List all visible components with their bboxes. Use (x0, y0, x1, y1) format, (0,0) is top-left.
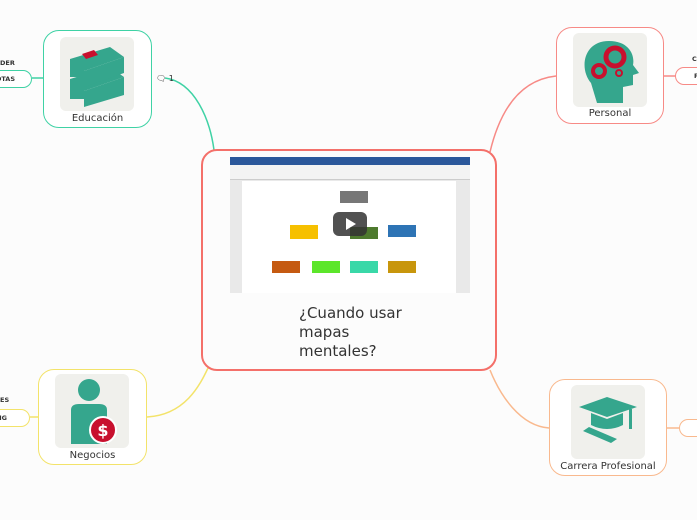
node-label: Educación (71, 113, 124, 124)
svg-text:$: $ (97, 421, 108, 440)
pill-label: NG (0, 414, 7, 422)
node-label: Negocios (69, 450, 116, 461)
play-icon (346, 218, 356, 230)
node-negocios[interactable]: $ Negocios (38, 369, 147, 465)
edge-label[interactable]: ES (0, 396, 10, 404)
edge-label[interactable]: DER (0, 59, 15, 67)
businessman-dollar-icon: $ (55, 374, 129, 448)
play-button[interactable] (333, 212, 367, 236)
central-topic-title: ¿Cuando usar mapas mentales? (299, 304, 402, 360)
comment-count: 1 (168, 74, 174, 83)
central-topic[interactable]: ¿Cuando usar mapas mentales? (201, 149, 497, 371)
subtopic-pill[interactable]: OTAS (0, 70, 32, 88)
node-personal[interactable]: Personal (556, 27, 664, 124)
node-label: Carrera Profesional (560, 461, 656, 472)
node-carrera-profesional[interactable]: Carrera Profesional (549, 379, 667, 476)
edge-label[interactable]: C (692, 55, 697, 63)
subtopic-pill[interactable] (679, 419, 697, 437)
comment-indicator[interactable]: 🗨 1 (156, 74, 174, 83)
subtopic-pill[interactable]: NG (0, 409, 30, 427)
books-icon (60, 37, 134, 111)
subtopic-pill[interactable]: P (675, 67, 697, 85)
graduation-cap-icon (571, 385, 645, 459)
head-gears-icon (573, 33, 647, 107)
node-educacion[interactable]: Educación (43, 30, 152, 128)
pill-label: P (694, 72, 697, 80)
pill-label: OTAS (0, 75, 15, 83)
video-thumbnail[interactable] (230, 157, 470, 293)
comment-icon: 🗨 (156, 74, 167, 83)
node-label: Personal (588, 108, 632, 119)
